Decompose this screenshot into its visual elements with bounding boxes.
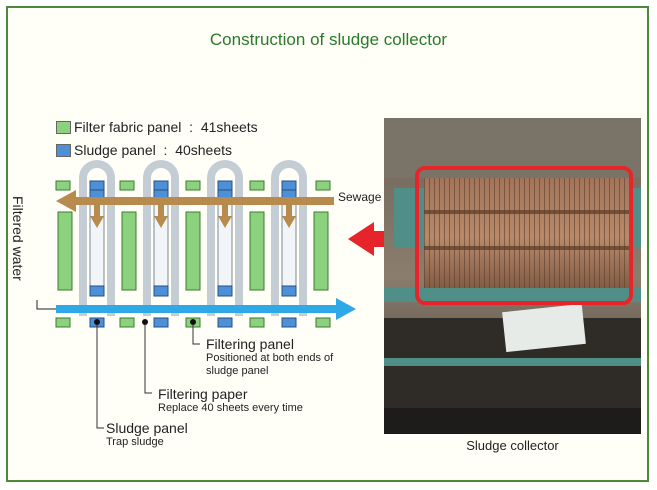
photo-caption: Sludge collector bbox=[466, 438, 559, 453]
legend-sep: : bbox=[189, 119, 194, 135]
callout-title: Filtering paper bbox=[158, 386, 248, 402]
legend-label: Filter fabric panel bbox=[74, 119, 182, 135]
callout-leaders bbox=[96, 322, 200, 429]
filter-paper-loops bbox=[79, 160, 307, 316]
legend-sep: : bbox=[163, 142, 168, 158]
legend-label: Sludge panel bbox=[74, 142, 156, 158]
legend-swatch-green bbox=[56, 121, 71, 134]
sludge-down-arrows bbox=[90, 204, 296, 228]
sewage-label: Sewage bbox=[338, 190, 382, 204]
callout-filtering-paper: Filtering paper Replace 40 sheets every … bbox=[158, 386, 303, 415]
callout-desc: Positioned at both ends of bbox=[206, 352, 334, 364]
filtered-water-label: Filtered water bbox=[10, 196, 26, 281]
filtered-water-arrow bbox=[56, 298, 356, 320]
callout-desc: Trap sludge bbox=[106, 436, 164, 448]
callout-title: Sludge panel bbox=[106, 420, 188, 436]
page-title: Construction of sludge collector bbox=[209, 30, 448, 49]
legend-swatch-blue bbox=[56, 144, 71, 157]
callout-dots bbox=[94, 319, 196, 325]
legend-item-filter-fabric: Filter fabric panel : 41sheets bbox=[56, 119, 316, 137]
callout-desc: Replace 40 sheets every time bbox=[158, 402, 303, 414]
callout-filtering-panel: Filtering panel Positioned at both ends … bbox=[206, 336, 333, 378]
filter-fabric-panels bbox=[57, 211, 329, 291]
callout-desc: sludge panel bbox=[206, 365, 269, 377]
filtered-water-bracket bbox=[36, 300, 56, 310]
top-row-blocks bbox=[55, 180, 331, 191]
callout-sludge-panel: Sludge panel Trap sludge bbox=[106, 420, 188, 449]
sludge-collector-photo bbox=[384, 118, 641, 434]
callout-title: Filtering panel bbox=[206, 336, 294, 352]
legend-item-sludge-panel: Sludge panel : 40sheets bbox=[56, 142, 316, 160]
legend-count: 41sheets bbox=[200, 119, 258, 135]
legend-count: 40sheets bbox=[175, 142, 233, 158]
sewage-flow-arrow bbox=[56, 190, 334, 212]
